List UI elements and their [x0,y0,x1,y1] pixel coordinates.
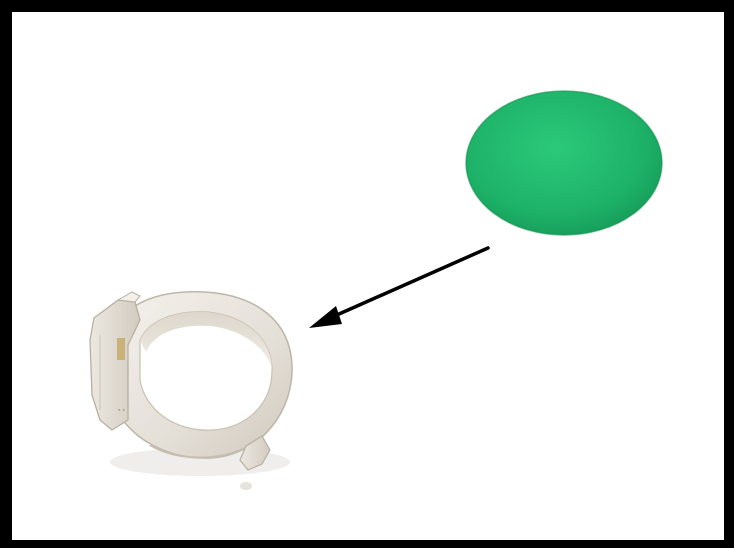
svg-text:▪ ▪: ▪ ▪ [118,407,125,414]
insert-arrow [309,246,490,328]
green-filter-disc [465,90,663,236]
clip-ring-holder: ▪ ▪ [89,291,293,490]
